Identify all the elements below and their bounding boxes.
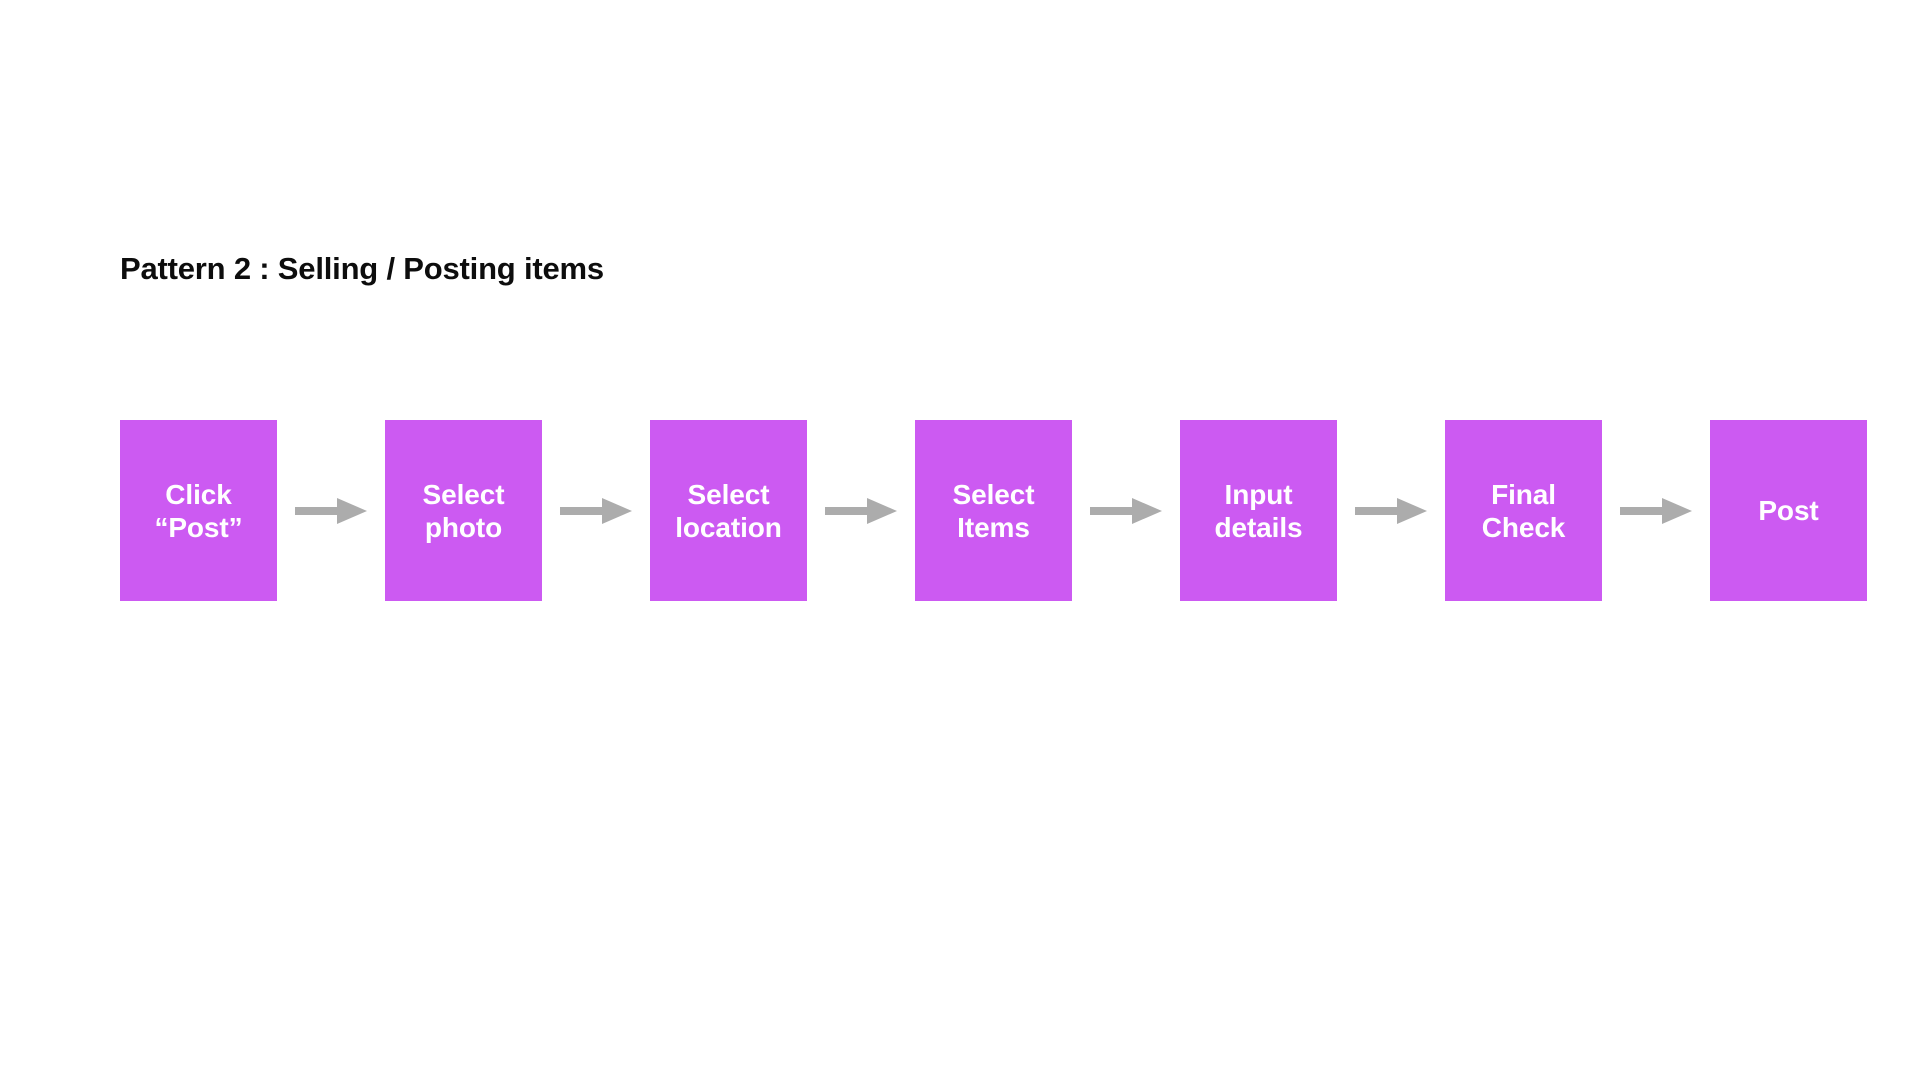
arrow-right-icon xyxy=(277,420,385,601)
arrow-right-icon xyxy=(1602,420,1710,601)
flow-node-select-items[interactable]: Select Items xyxy=(915,420,1072,601)
arrow-right-icon xyxy=(1337,420,1445,601)
page-title: Pattern 2 : Selling / Posting items xyxy=(120,251,604,286)
arrow-right-icon xyxy=(807,420,915,601)
flow-node-label: Select photo xyxy=(422,478,505,543)
flow-node-input-details[interactable]: Input details xyxy=(1180,420,1337,601)
process-flow-diagram: Click “Post” Select photo Select location S… xyxy=(120,420,1867,601)
flow-node-select-photo[interactable]: Select photo xyxy=(385,420,542,601)
arrow-right-icon xyxy=(542,420,650,601)
flow-node-final-check[interactable]: Final Check xyxy=(1445,420,1602,601)
flow-node-label: Select location xyxy=(675,478,782,543)
flow-node-label: Select Items xyxy=(952,478,1035,543)
arrow-right-icon xyxy=(1072,420,1180,601)
flow-node-label: Final Check xyxy=(1481,478,1566,543)
flow-node-click-post[interactable]: Click “Post” xyxy=(120,420,277,601)
flow-node-label: Post xyxy=(1758,495,1819,526)
flow-node-label: Input details xyxy=(1214,478,1303,543)
flow-node-label: Click “Post” xyxy=(154,478,243,543)
flow-node-post[interactable]: Post xyxy=(1710,420,1867,601)
flow-node-select-location[interactable]: Select location xyxy=(650,420,807,601)
